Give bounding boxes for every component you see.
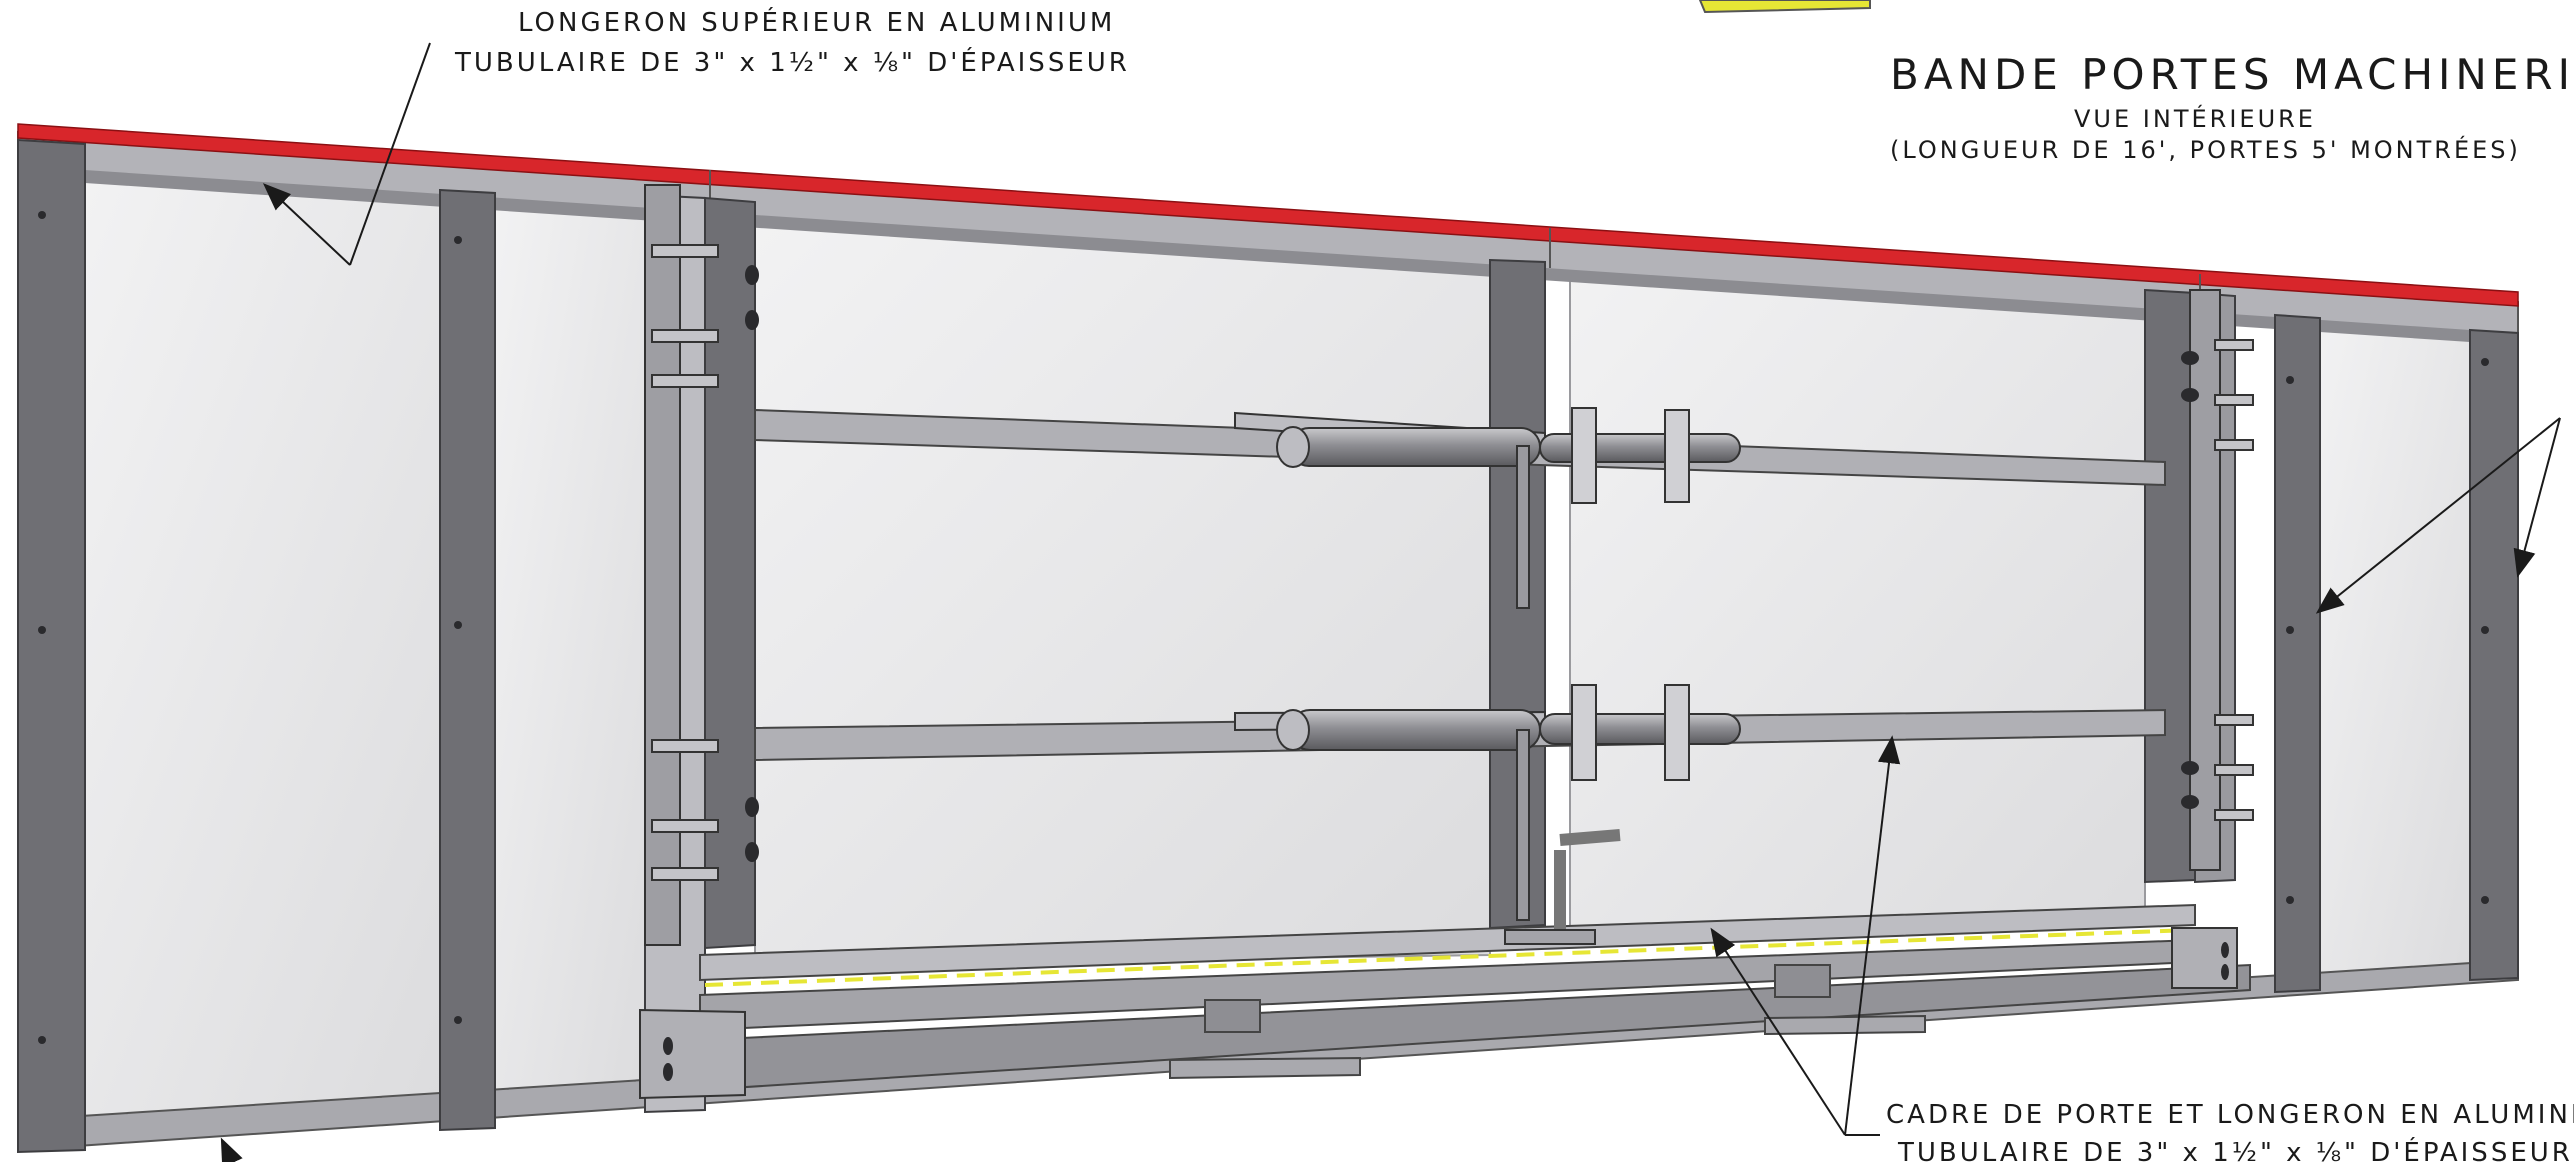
panel-door-right	[1569, 258, 2146, 937]
track-yellow-stripe	[704, 928, 2191, 987]
lower-latch-cylinder	[1234, 684, 1741, 945]
lower-latch-handle	[1516, 729, 1530, 921]
right-hinge-assembly	[2171, 289, 2254, 989]
door-frame-callout-line2: TUBULAIRE DE 3" x 1½" x ⅛" D'ÉPAISSEUR	[1898, 1138, 2573, 1168]
track-foot-1	[1204, 999, 1261, 1033]
post-door-left	[704, 196, 756, 950]
bottom-corner-plate-left	[639, 1008, 746, 1100]
leader-lines	[220, 42, 2561, 1162]
track-plate-1	[1169, 1056, 1361, 1080]
upper-latch-handle	[1516, 445, 1530, 609]
top-rail-callout-line1: LONGERON SUPÉRIEUR EN ALUMINIUM	[518, 8, 1116, 38]
hinge-bracket-6	[651, 867, 719, 881]
hinge-bracket-r4	[2214, 714, 2254, 726]
leader-right-post-2	[2513, 417, 2561, 578]
leader-top-rail-arrow	[262, 183, 351, 266]
panel-left-2	[494, 191, 646, 1107]
post-left-end	[17, 138, 86, 1154]
hinge-bracket-r6	[2214, 809, 2254, 821]
leader-bottom-left	[220, 1137, 243, 1162]
drawing-length-label: (LONGUEUR DE 16', PORTES 5' MONTRÉES)	[1890, 136, 2521, 164]
floor-lock-base	[1504, 929, 1596, 945]
door-frame-callout-line1: CADRE DE PORTE ET LONGERON EN ALUMINIUM	[1886, 1100, 2574, 1130]
leader-right-post-1	[2315, 417, 2561, 614]
hinge-bracket-r2	[2214, 394, 2254, 406]
upper-latch-mount-1	[1571, 407, 1597, 504]
upper-latch-end	[1276, 426, 1310, 468]
leader-door-frame-1	[1710, 927, 1846, 1136]
panel-door-left	[754, 213, 1491, 967]
right-hinge-pins	[2181, 351, 2229, 980]
hinge-bracket-2	[651, 329, 719, 343]
leader-door-frame-2	[1844, 735, 1901, 1136]
drawing-title: BANDE PORTES MACHINERIE	[1890, 50, 2574, 99]
lower-latch-rod	[1539, 713, 1741, 745]
bottom-corner-plate-right	[2171, 927, 2238, 989]
left-hinge-pins	[663, 265, 759, 1081]
post-right-2	[2274, 313, 2321, 994]
upper-latch-tube	[1289, 427, 1541, 467]
lower-latch-end	[1276, 709, 1310, 751]
post-bolts	[38, 211, 2489, 1044]
yellow-part	[1698, 0, 1871, 14]
top-rail-red-cap	[17, 123, 2519, 307]
leader-top-rail-frame	[349, 42, 431, 266]
top-rail-callout-line2: TUBULAIRE DE 3" x 1½" x ⅛" D'ÉPAISSEUR	[455, 48, 1130, 78]
post-door-right-1	[2144, 288, 2196, 884]
hinge-bracket-4	[651, 739, 719, 753]
hinge-plate-left	[644, 184, 681, 946]
glass-panels	[84, 170, 2471, 1127]
drawing-view-label: VUE INTÉRIEURE	[2074, 105, 2316, 133]
hinge-bracket-3	[651, 374, 719, 388]
bottom-track	[699, 903, 2251, 1092]
hinge-bracket-r5	[2214, 764, 2254, 776]
left-hinge-assembly	[639, 184, 746, 1100]
hinge-bracket-r3	[2214, 439, 2254, 451]
upper-latch-mount-2	[1664, 409, 1690, 503]
hinge-bracket-1	[651, 244, 719, 258]
post-left-2	[439, 188, 496, 1132]
track-foot-2	[1774, 964, 1831, 998]
track-upper	[699, 903, 2196, 982]
floor-lock-handle	[1554, 829, 1621, 935]
lower-latch-mount-2	[1664, 684, 1690, 781]
hinge-bracket-5	[651, 819, 719, 833]
post-right-end	[2469, 328, 2519, 982]
panel-right	[2319, 298, 2471, 987]
hinge-plate-right	[2189, 289, 2221, 871]
track-plate-2	[1764, 1014, 1926, 1036]
panel-left-1	[84, 170, 441, 1127]
upper-latch-rod	[1539, 433, 1741, 463]
hinge-bracket-r1	[2214, 339, 2254, 351]
lower-latch-tube	[1289, 709, 1541, 751]
upper-latch-cylinder	[1234, 407, 1741, 609]
lower-latch-mount-1	[1571, 684, 1597, 781]
